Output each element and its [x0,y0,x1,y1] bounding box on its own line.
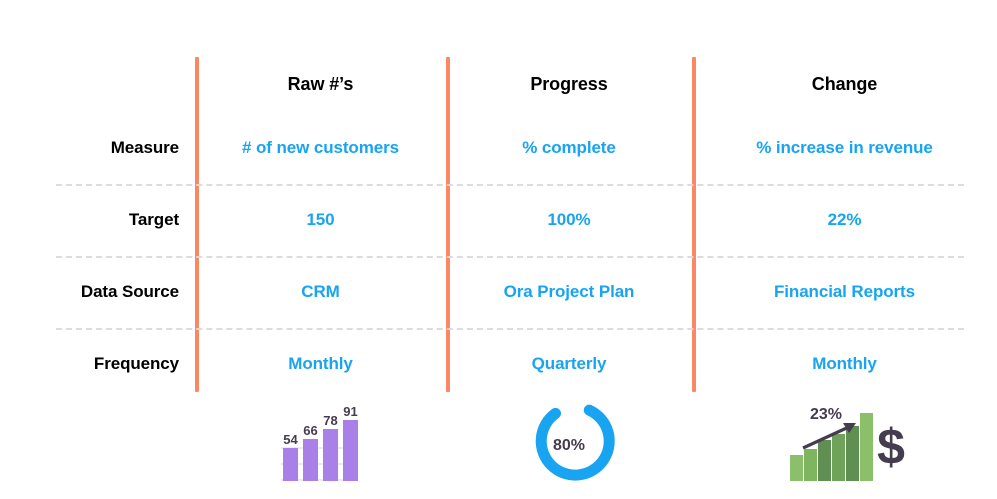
table-row: Target 150 100% 22% [0,184,997,256]
icon-strip: 54 66 78 91 80% [0,396,997,492]
trend-arrow-line [801,424,852,450]
donut-center-label: 80% [553,437,585,454]
column-divider-1 [195,57,199,392]
cell-data-source-progress: Ora Project Plan [503,282,635,301]
cell-measure-change: % increase in revenue [756,138,933,157]
row-label-target: Target [128,210,179,229]
table-row: Frequency Monthly Quarterly Monthly [0,328,997,400]
row-label-frequency: Frequency [93,354,179,373]
icon-slot-raw-numbers: 54 66 78 91 [195,396,446,492]
cell-measure-raw-numbers: # of new customers [242,138,399,157]
column-divider-3 [692,57,696,392]
bar-label-4: 91 [343,404,357,419]
cell-data-source-change: Financial Reports [774,282,915,301]
cell-measure-progress: % complete [522,138,616,157]
cell-target-raw-numbers: 150 [306,210,335,229]
table-row: Measure # of new customers % complete % … [0,112,997,184]
column-header-change: Change [811,74,878,94]
row-separator-1 [56,184,964,186]
table-row: Data Source CRM Ora Project Plan Financi… [0,256,997,328]
column-divider-2 [446,57,450,392]
cell-target-change: 22% [827,210,862,229]
trend-arrow-head [842,423,856,433]
bar-label-2: 66 [303,423,317,438]
cell-frequency-raw-numbers: Monthly [288,354,353,373]
cell-target-progress: 100% [547,210,591,229]
purple-bar-chart-icon: 54 66 78 91 [280,404,358,481]
green-growth-chart-icon: 23% $ [789,406,905,481]
bar-label-1: 54 [283,432,298,447]
cell-frequency-change: Monthly [812,354,877,373]
icon-slot-change: 23% $ [692,396,997,492]
icon-slot-progress: 80% [446,396,692,492]
bar-label-3: 78 [323,413,337,428]
column-header-raw-numbers: Raw #’s [287,74,354,94]
row-separator-2 [56,256,964,258]
row-label-measure: Measure [110,138,179,157]
cell-data-source-raw-numbers: CRM [301,282,340,301]
column-header-progress: Progress [530,74,608,94]
row-separator-3 [56,328,964,330]
donut-arc [535,404,615,481]
table-grid: Raw #’s Progress Change Measure # of new… [0,57,997,400]
row-label-data-source: Data Source [80,282,179,301]
growth-percent-label: 23% [809,406,841,423]
donut-progress-icon: 80% [535,404,615,481]
dollar-sign-icon: $ [877,419,905,475]
table-header-row: Raw #’s Progress Change [0,57,997,112]
cell-frequency-progress: Quarterly [531,354,607,373]
